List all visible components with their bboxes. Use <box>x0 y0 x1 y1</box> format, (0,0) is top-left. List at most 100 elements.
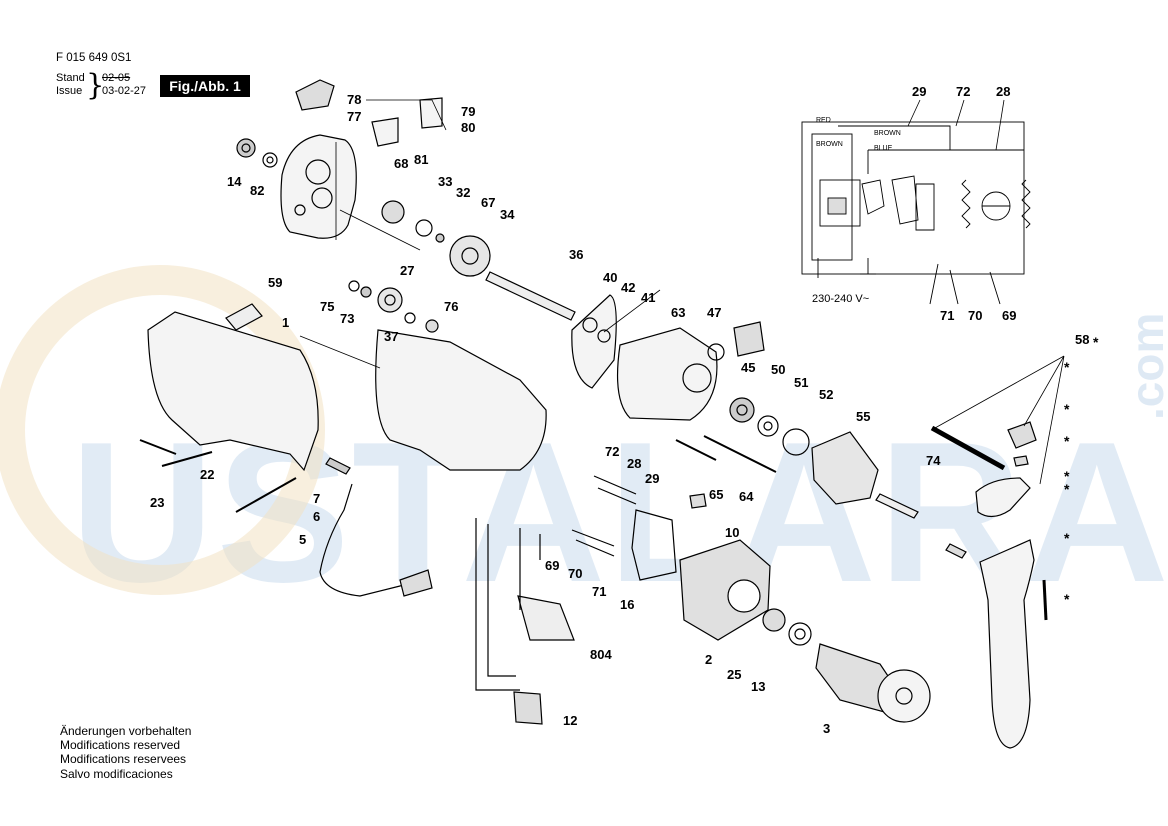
callout-41: 41 <box>641 290 655 305</box>
callout-3: 3 <box>823 721 830 736</box>
clamp-nut <box>1007 421 1037 449</box>
callout-72: 72 <box>605 444 619 459</box>
footer-line-es: Salvo modificaciones <box>60 766 173 781</box>
wire-label-blue: BLUE <box>874 145 893 152</box>
stand-label: Stand <box>56 72 85 84</box>
callout-27: 27 <box>400 263 414 278</box>
voltage-label: 230-240 V~ <box>812 293 869 305</box>
callout-79: 79 <box>461 104 475 119</box>
star-marker: * <box>1064 468 1070 484</box>
drawing-shapes <box>0 79 1065 749</box>
callout-14: 14 <box>227 174 242 189</box>
wire-label-brown-left: BROWN <box>816 141 843 148</box>
stand-value: 02-05 <box>102 72 131 84</box>
gear-housing-cover <box>280 134 357 239</box>
callout-40: 40 <box>603 270 617 285</box>
callout-10: 10 <box>725 525 739 540</box>
callout-804: 804 <box>590 647 612 662</box>
callout-23: 23 <box>150 495 164 510</box>
capacitor <box>513 691 543 725</box>
callout-81: 81 <box>414 152 428 167</box>
callout-wiring-71: 71 <box>940 308 954 323</box>
callout-76: 76 <box>444 299 458 314</box>
gasket-plate <box>571 294 617 389</box>
callout-63: 63 <box>671 305 685 320</box>
callout-73: 73 <box>340 311 354 326</box>
issue-label: Issue <box>56 85 83 97</box>
callout-82: 82 <box>250 183 264 198</box>
callout-45: 45 <box>741 360 755 375</box>
drill-chuck <box>811 431 879 505</box>
callout-wiring-72: 72 <box>956 84 970 99</box>
callout-75: 75 <box>320 299 334 314</box>
star-marker: * <box>1064 359 1070 375</box>
footer-line-de: Änderungen vorbehalten <box>60 724 192 738</box>
callout-12: 12 <box>563 713 577 728</box>
callout-25: 25 <box>727 667 741 682</box>
figure-label: Fig./Abb. 1 <box>160 75 250 97</box>
footer-line-en: Modifications reserved <box>60 738 181 753</box>
callout-52: 52 <box>819 387 833 402</box>
wire-label-red: RED <box>816 117 831 124</box>
spindle <box>485 271 576 321</box>
callout-69: 69 <box>545 558 559 573</box>
electronic-switch <box>517 595 575 641</box>
callout-33: 33 <box>438 174 452 189</box>
footer-notes: Änderungen vorbehalten Modifications res… <box>60 724 191 781</box>
callout-59: 59 <box>268 275 282 290</box>
callout-65: 65 <box>709 487 723 502</box>
switch-cap <box>295 79 335 111</box>
callout-58: 58 <box>1075 332 1089 347</box>
callout-64: 64 <box>739 489 754 504</box>
star-marker: * <box>1064 591 1070 607</box>
star-marker: * <box>1064 530 1070 546</box>
callout-68: 68 <box>394 156 408 171</box>
callout-1: 1 <box>282 315 289 330</box>
callout-wiring-29: 29 <box>912 84 926 99</box>
callout-78: 78 <box>347 92 361 107</box>
callout-70: 70 <box>568 566 582 581</box>
callout-5: 5 <box>299 532 306 547</box>
callout-32: 32 <box>456 185 470 200</box>
gear-housing <box>616 327 718 421</box>
issue-value: 03-02-27 <box>102 85 147 97</box>
callout-16: 16 <box>620 597 634 612</box>
callout-42: 42 <box>621 280 635 295</box>
callout-7: 7 <box>313 491 320 506</box>
callout-55: 55 <box>856 409 870 424</box>
callout-2: 2 <box>705 652 712 667</box>
motor-housing-half <box>147 311 319 472</box>
callout-28: 28 <box>627 456 641 471</box>
auxiliary-handle <box>979 539 1035 749</box>
part-callouts: 78 77 79 80 81 68 14 82 33 32 67 34 27 3… <box>150 92 1089 736</box>
callout-71: 71 <box>592 584 606 599</box>
callout-wiring-70: 70 <box>968 308 982 323</box>
footer-line-fr: Modifications reservees <box>60 752 187 767</box>
callout-77: 77 <box>347 109 361 124</box>
handle-band <box>975 477 1031 518</box>
brace-glyph: } <box>86 68 105 102</box>
callout-37: 37 <box>384 329 398 344</box>
callout-22: 22 <box>200 467 214 482</box>
star-marker: * <box>1064 433 1070 449</box>
document-code: F 015 649 0S1 <box>56 52 132 64</box>
power-cord <box>319 483 411 597</box>
star-marker: * <box>1064 481 1070 497</box>
bracket <box>371 97 443 147</box>
callout-wiring-69: 69 <box>1002 308 1016 323</box>
callout-29: 29 <box>645 471 659 486</box>
callout-74: 74 <box>926 453 941 468</box>
callout-67: 67 <box>481 195 495 210</box>
callout-6: 6 <box>313 509 320 524</box>
callout-13: 13 <box>751 679 765 694</box>
field-winding <box>679 539 771 641</box>
callout-80: 80 <box>461 120 475 135</box>
callout-50: 50 <box>771 362 785 377</box>
callout-34: 34 <box>500 207 515 222</box>
callout-51: 51 <box>794 375 808 390</box>
star-marker: * <box>1093 334 1099 350</box>
star-markers: * * * * * * * * <box>1064 334 1099 607</box>
callout-47: 47 <box>707 305 721 320</box>
callout-36: 36 <box>569 247 583 262</box>
